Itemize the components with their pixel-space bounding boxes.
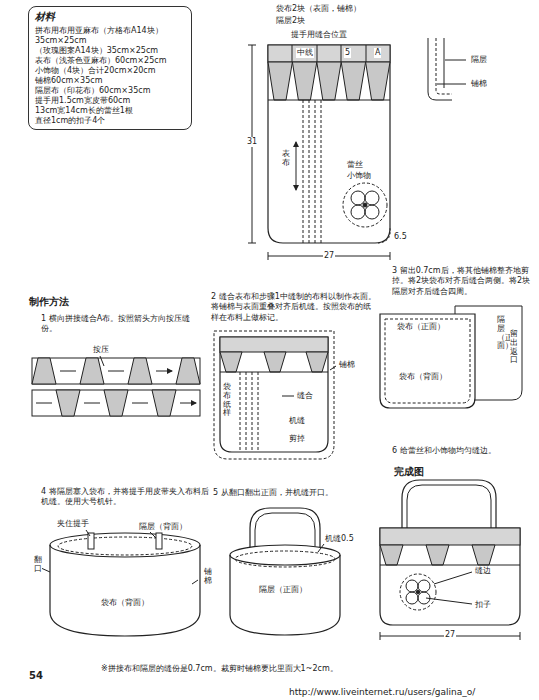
part-label: 隔层2块 — [275, 16, 306, 26]
part-label: 中线 — [296, 48, 314, 58]
material-item: 13cm宽14cm长的蕾丝1根 — [35, 106, 185, 116]
dimension: 6.5 — [393, 232, 408, 242]
dimension: 27 — [444, 630, 456, 640]
material-item: 表布（浅茶色亚麻布）60cm×25cm — [35, 56, 185, 66]
part-label: 袋布（背面） — [100, 598, 150, 608]
part-label: 袋布纸样 — [223, 383, 231, 418]
section-heading: 制作方法 — [28, 296, 70, 309]
part-label: 铺棉 — [470, 79, 488, 89]
step-text: 6 给蕾丝和小饰物均匀缝边。 — [391, 446, 535, 456]
callout-label: 铺棉 — [338, 360, 356, 370]
callout-label: 机缝 — [288, 416, 306, 426]
callout-label: 缝边 — [474, 566, 492, 576]
dimension: 5 — [344, 48, 351, 58]
part-label: 袋布2块（表面，铺棉） — [275, 4, 362, 14]
step-text: 2 缝合表布和步骤1中缝制的布料以制作表面。将铺棉与表面重叠对齐后机缝。按照袋布… — [210, 292, 377, 323]
dimension: 31 — [246, 137, 258, 147]
part-label: 袋布（背面） — [398, 372, 448, 382]
material-item: 铺棉60cm×35cm — [35, 76, 185, 86]
material-item: 小饰物（4块）合计20cm×20cm — [35, 66, 185, 76]
callout-label: 翻口 — [34, 556, 42, 574]
step-text: 4 将隔层塞入袋布，并将提手用皮带夹入布料后机缝。使用大号机针。 — [40, 487, 210, 508]
watermark: http://www.liveinternet.ru/users/galina_… — [288, 687, 476, 698]
material-item: 直径1cm的扣子4个 — [35, 116, 185, 126]
section-heading: 完成图 — [393, 466, 425, 479]
materials-heading: 材料 — [35, 10, 185, 24]
material-item: （玫瑰图案A14块）35cm×25cm — [35, 46, 185, 56]
material-item: 隔层布（印花布）60cm×35cm — [35, 86, 185, 96]
part-label: 隔层 — [470, 55, 488, 65]
part-label: 小饰物 — [346, 171, 372, 181]
part-label: A — [374, 48, 381, 58]
material-item: 拼布用布用亚麻布（方格布A14块） 35cm×25cm — [35, 26, 185, 46]
dimension: 27 — [323, 251, 335, 261]
callout-label: 按压 — [92, 345, 110, 355]
part-label: 表布 — [282, 150, 290, 168]
part-label: 隔层（背面） — [138, 522, 188, 532]
page-number: 54 — [28, 670, 44, 683]
materials-box: 材料拼布用布用亚麻布（方格布A14块） 35cm×25cm（玫瑰图案A14块）3… — [28, 6, 192, 130]
step-text: 5 从翻口翻出正面，并机缝开口。 — [212, 488, 379, 498]
note: ※拼接布和隔层的缝份是0.7cm。裁剪时铺棉要比里面大1~2cm。 — [100, 664, 339, 674]
part-label: 蕾丝 — [346, 160, 364, 170]
callout-label: 剪掉 — [288, 434, 306, 444]
step-text: 1 横向拼接缝合A布。按照箭头方向按压缝份。 — [40, 314, 194, 335]
callout-label: 留出返口 — [510, 330, 518, 365]
step-text: 3 留出0.7cm后，将其他铺棉整齐地剪掉。将2块袋布对齐后缝合两侧。将2块隔层… — [391, 266, 535, 297]
callout-label: 机缝0.5 — [324, 534, 355, 544]
part-label: 隔层（正面） — [497, 316, 505, 351]
part-label: 隔层（正面） — [258, 585, 308, 595]
callout-label: 扣子 — [474, 600, 492, 610]
part-label: 袋布（正面） — [396, 322, 446, 332]
callout-label: 铺棉 — [204, 568, 212, 586]
callout-label: 缝合 — [296, 391, 314, 401]
material-item: 提手用1.5cm宽皮带60cm — [35, 96, 185, 106]
position-label: 提手用缝合位置 — [290, 30, 348, 40]
callout-label: 夹住提手 — [56, 519, 90, 529]
